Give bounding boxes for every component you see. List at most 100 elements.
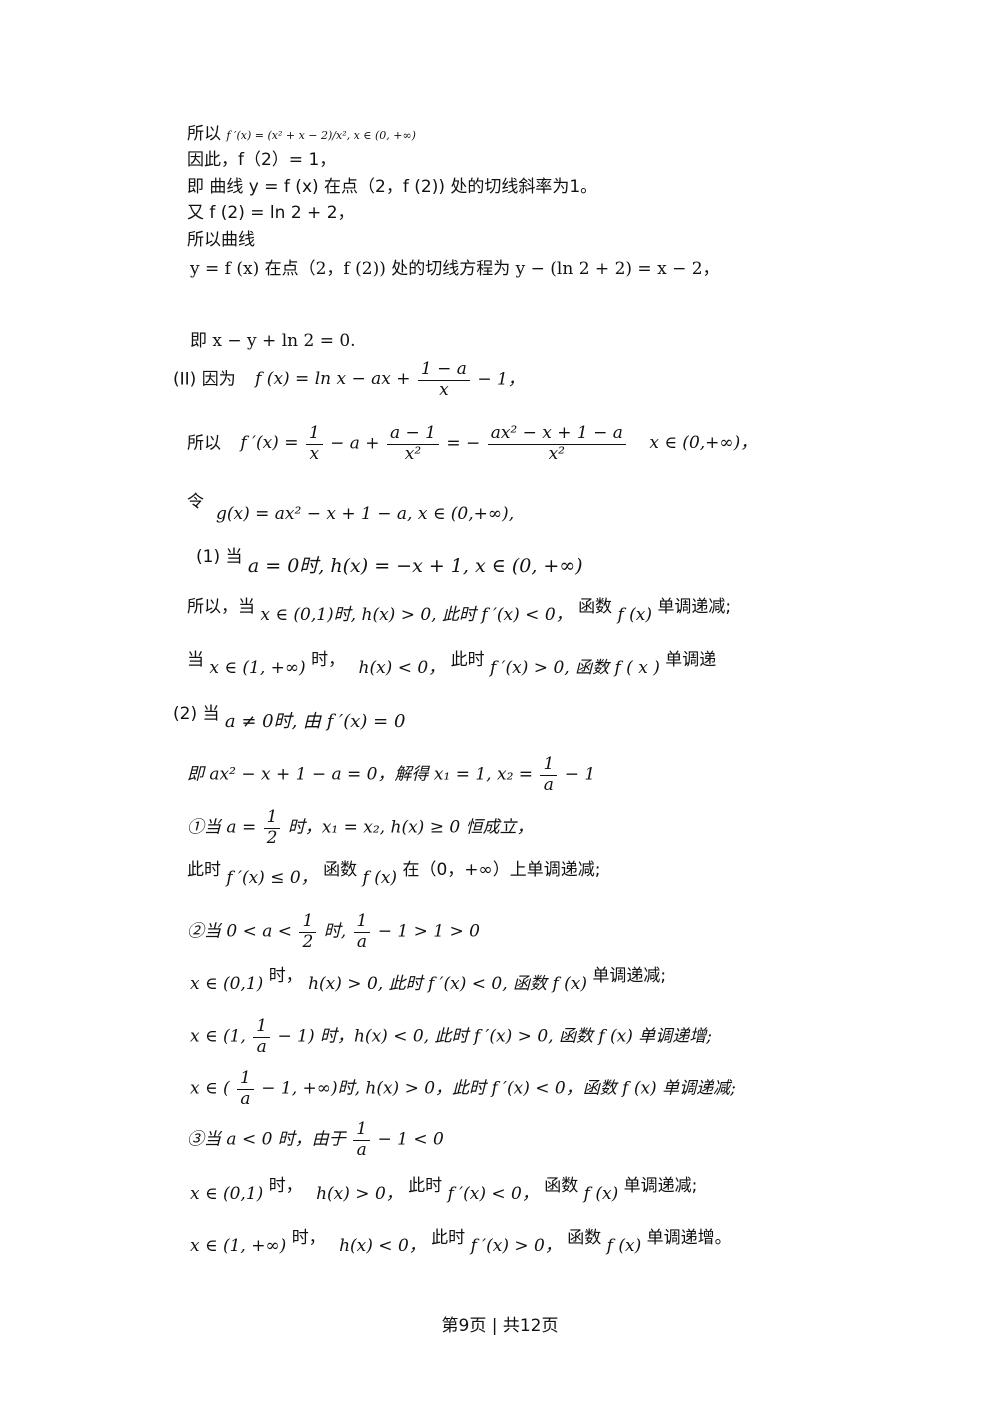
line-subcase-2-interval-3: x ∈ ( 1 a − 1, +∞)时, h(x) > 0，此时 f ′(x) … (190, 1068, 736, 1109)
denominator: x (309, 443, 320, 464)
text: 此时 (450, 650, 485, 670)
text: 函数 (578, 597, 613, 617)
math-expression: − a + (330, 433, 380, 454)
math-expression: 时，x₁ = x₂, h(x) ≥ 0 恒成立， (287, 817, 534, 838)
math-expression: f ′(x) = (x² + x − 2)/x², x ∈ (0, +∞) (226, 129, 416, 142)
numerator: 1 (305, 423, 323, 445)
text: 函数 (567, 1228, 602, 1248)
math-expression: f (x) (606, 1236, 642, 1256)
numerator: a − 1 (386, 423, 439, 445)
fraction: 1 a (237, 1068, 254, 1109)
math-expression: x ∈ (0,1)时, h(x) > 0, 此时 f ′(x) < 0， (260, 605, 573, 625)
fraction: 1 a (253, 1016, 271, 1057)
text: 函数 (323, 860, 358, 880)
fraction: a − 1 x² (386, 423, 439, 464)
text: 在（0，+∞）上单调递减; (402, 860, 601, 880)
math-expression: x ∈ (0,+∞)， (649, 433, 758, 454)
line-solve-roots: 即 ax² − x + 1 − a = 0，解得 x₁ = 1, x₂ = 1 … (187, 754, 596, 795)
math-expression: − 1, +∞)时, h(x) > 0，此时 f ′(x) < 0，函数 f (… (261, 1078, 736, 1099)
math-expression: f (x) (617, 605, 653, 625)
numerator: 1 (253, 1016, 271, 1038)
line-g-expression: g(x) = ax² − x + 1 − a, x ∈ (0,+∞), (216, 504, 514, 525)
text: 时， (268, 1176, 303, 1196)
fraction: 1 a (353, 911, 371, 952)
math-expression: − 1) 时，h(x) < 0, 此时 f ′(x) > 0, 函数 f (x)… (277, 1026, 713, 1047)
math-expression: f ′(x) ≤ 0， (226, 868, 318, 888)
case-label: (1) 当 (196, 547, 243, 567)
line-tangent-result: 即 x − y + ln 2 = 0. (190, 331, 356, 352)
text: 时， (291, 1228, 326, 1248)
line-part-ii-derivative: 所以 f ′(x) = 1 x − a + a − 1 x² = − ax² −… (187, 423, 758, 464)
math-expression: − 1 < 0 (377, 1129, 444, 1150)
fraction: 1 − a x (417, 359, 470, 400)
numerator: 1 (263, 807, 281, 829)
math-expression: f ′(x) = (240, 433, 299, 454)
text: 即 曲线 y = f (x) 在点（2，f (2)) 处的切线斜率为1。 (187, 177, 598, 197)
text: 此时 (431, 1228, 466, 1248)
math-expression: 时, (323, 921, 347, 942)
numerator: 1 − a (417, 359, 470, 381)
math-expression: h(x) > 0， (316, 1184, 403, 1204)
line-subcase-1-conclusion: 此时 f ′(x) ≤ 0， 函数 f (x) 在（0，+∞）上单调递减; (187, 860, 601, 888)
line-subcase-3-interval-2: x ∈ (1, +∞) 时， h(x) < 0， 此时 f ′(x) > 0， … (190, 1228, 732, 1256)
text: 单调递减; (657, 597, 732, 617)
numerator: 1 (540, 754, 558, 776)
math-expression: x ∈ (0,1) (190, 1184, 264, 1204)
denominator: a (256, 1036, 267, 1057)
fraction: 1 a (540, 754, 558, 795)
math-expression: = − (446, 433, 481, 454)
text: 此时 (187, 860, 221, 880)
math-expression: ②当 0 < a < (187, 921, 293, 942)
line-case-a-nonzero: (2) 当 a ≠ 0时, 由 f ′(x) = 0 (173, 703, 405, 732)
line-subcase-3: ③当 a < 0 时，由于 1 a − 1 < 0 (187, 1119, 444, 1160)
denominator: x (439, 379, 449, 400)
line-tangent-slope: 即 曲线 y = f (x) 在点（2，f (2)) 处的切线斜率为1。 (187, 177, 597, 198)
line-subcase-3-interval-1: x ∈ (0,1) 时， h(x) > 0， 此时 f ′(x) < 0， 函数… (190, 1176, 697, 1204)
text: 单调递减; (592, 966, 667, 986)
math-expression: a ≠ 0时, 由 f ′(x) = 0 (224, 711, 406, 732)
math-expression: f (x) (583, 1184, 619, 1204)
math-expression: ③当 a < 0 时，由于 (187, 1129, 346, 1150)
case-label: (2) 当 (173, 704, 220, 724)
text: y = f (x) 在点（2，f (2)) 处的切线方程为 y − (ln 2 … (190, 259, 720, 279)
numerator: 1 (353, 1119, 371, 1141)
text: 所以 (187, 124, 221, 144)
math-expression: x ∈ ( (190, 1078, 230, 1099)
section-label: (II) 因为 (173, 369, 236, 390)
fraction: 1 x (305, 423, 323, 464)
text: 令 (187, 492, 204, 512)
text: 单调递增。 (646, 1228, 732, 1248)
denominator: a (240, 1088, 251, 1109)
line-define-g: 令 (187, 492, 204, 513)
math-expression: f (x) = ln x − ax + (255, 369, 411, 390)
denominator: 2 (302, 931, 314, 952)
math-expression: x ∈ (1, +∞) (209, 658, 306, 678)
text: 时， (311, 650, 346, 670)
text: 即 x − y + ln 2 = 0. (190, 331, 356, 351)
text: 所以 (187, 433, 221, 454)
line-so-curve: 所以曲线 (187, 230, 255, 251)
line-tangent-equation: y = f (x) 在点（2，f (2)) 处的切线方程为 y − (ln 2 … (190, 259, 720, 280)
text: 所以曲线 (187, 230, 255, 250)
math-expression: h(x) < 0， (358, 658, 446, 678)
math-expression: h(x) > 0, 此时 f ′(x) < 0, 函数 f (x) (308, 974, 588, 994)
text: 所以，当 (187, 597, 255, 617)
denominator: x² (404, 443, 422, 464)
denominator: a (356, 931, 367, 952)
fraction: 1 2 (263, 807, 281, 848)
math-expression: x ∈ (1, (190, 1026, 246, 1047)
line-subcase-2-interval-1: x ∈ (0,1) 时， h(x) > 0, 此时 f ′(x) < 0, 函数… (190, 966, 667, 994)
math-expression: a = 0时, h(x) = −x + 1, x ∈ (0, +∞) (247, 555, 583, 577)
line-subcase-2: ②当 0 < a < 1 2 时, 1 a − 1 > 1 > 0 (187, 911, 480, 952)
numerator: 1 (237, 1068, 254, 1090)
page-footer: 第9页 | 共12页 (441, 1316, 559, 1336)
math-expression: − 1 (564, 764, 596, 785)
math-expression: g(x) = ax² − x + 1 − a, x ∈ (0,+∞), (216, 504, 515, 524)
math-expression: − 1， (477, 369, 525, 390)
math-expression: f ′(x) > 0, 函数 f ( x ) (489, 658, 660, 678)
line-f2-value: 又 f (2) = ln 2 + 2， (187, 203, 355, 224)
line-value-at-2: 因此，f（2）= 1， (187, 150, 336, 171)
denominator: 2 (266, 827, 278, 848)
math-expression: h(x) < 0， (339, 1236, 426, 1256)
